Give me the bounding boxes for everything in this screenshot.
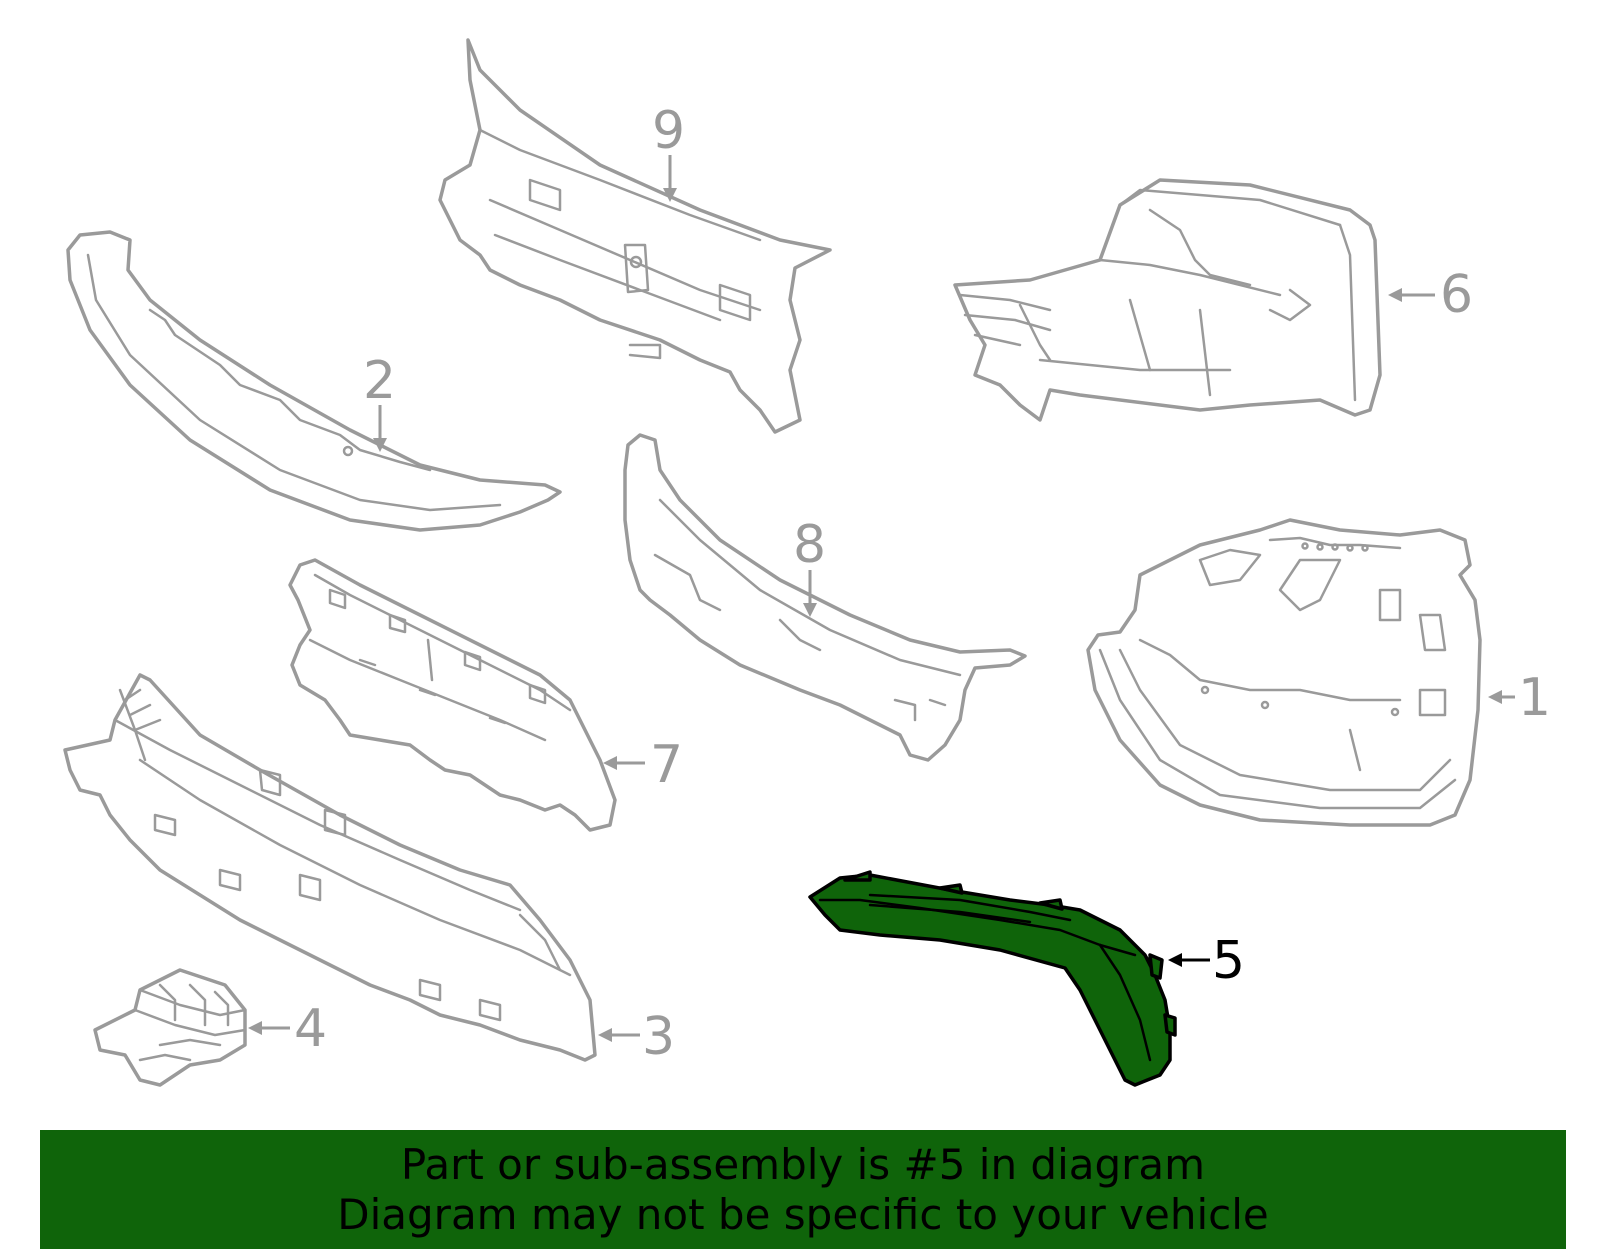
callout-8: 8 bbox=[793, 515, 826, 575]
part-3-absorber[interactable] bbox=[63, 673, 597, 1062]
part-9-cowl-panel[interactable] bbox=[438, 38, 832, 434]
part-8-deflector[interactable] bbox=[623, 433, 1027, 762]
callout-3: 3 bbox=[642, 1007, 675, 1067]
info-banner: Part or sub-assembly is #5 in diagram Di… bbox=[40, 1130, 1566, 1249]
part-7-grille-support[interactable] bbox=[288, 558, 617, 832]
part-6-air-duct[interactable] bbox=[953, 178, 1382, 422]
part-5-trim-highlighted[interactable] bbox=[808, 870, 1177, 1087]
callout-2: 2 bbox=[363, 351, 396, 411]
banner-line-2: Diagram may not be specific to your vehi… bbox=[337, 1189, 1269, 1239]
part-4-bracket[interactable] bbox=[93, 968, 247, 1087]
callout-5: 5 bbox=[1212, 931, 1245, 991]
part-1-housing[interactable] bbox=[1086, 518, 1482, 827]
callout-6: 6 bbox=[1440, 265, 1473, 325]
callout-4: 4 bbox=[294, 999, 327, 1059]
part-2-reinforcement[interactable] bbox=[66, 230, 562, 532]
leader-arrows bbox=[248, 155, 1515, 1042]
callout-9: 9 bbox=[652, 101, 685, 161]
callout-7: 7 bbox=[650, 735, 683, 795]
banner-line-1: Part or sub-assembly is #5 in diagram bbox=[400, 1139, 1206, 1189]
callout-1: 1 bbox=[1518, 668, 1551, 728]
